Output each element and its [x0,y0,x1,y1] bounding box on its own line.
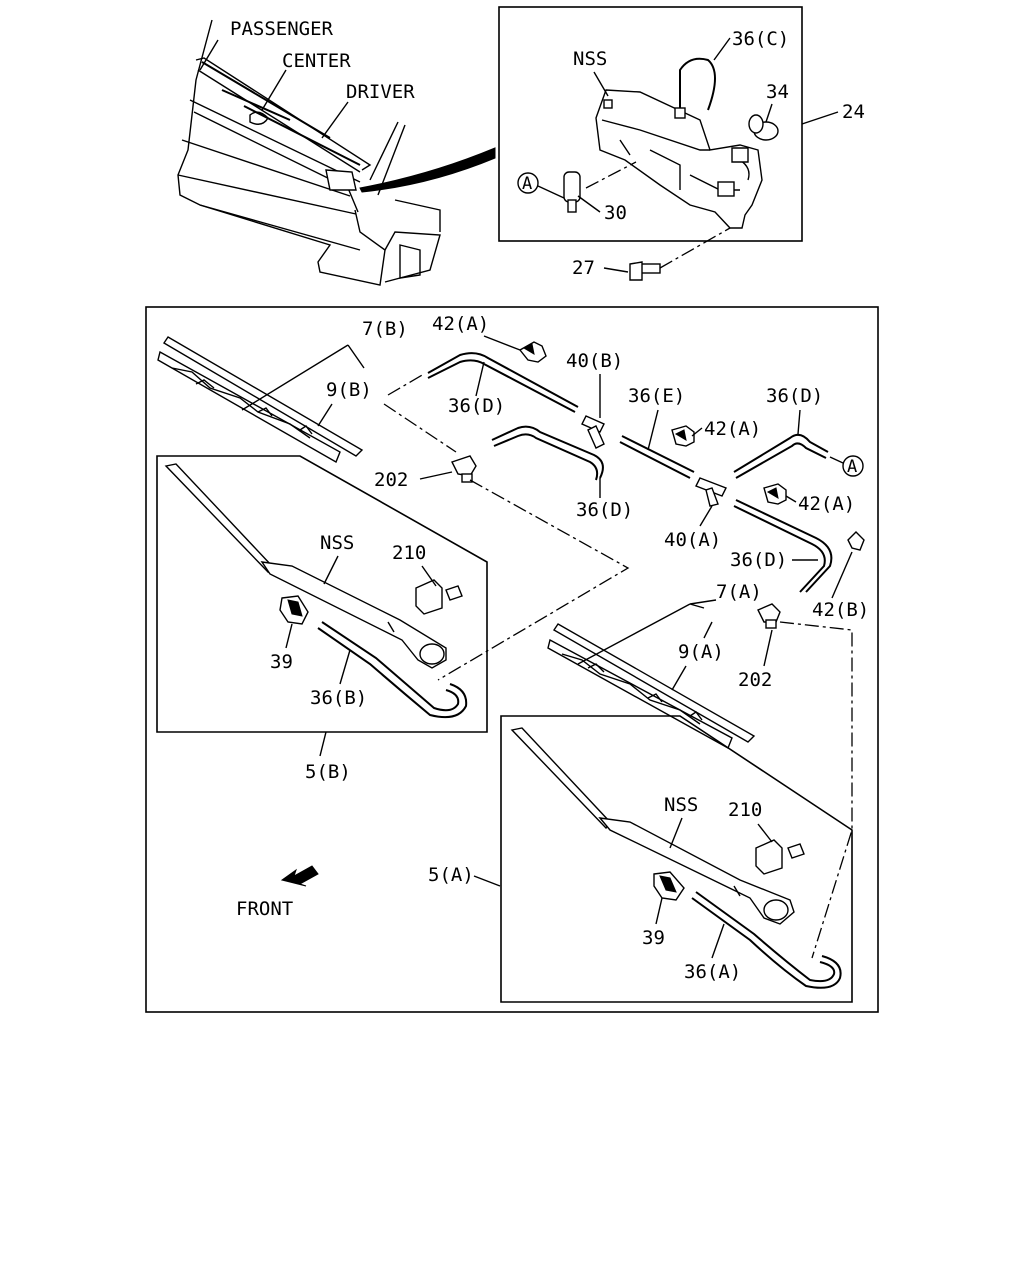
circle-a-icon [517,172,539,194]
nozzle-39-left [279,595,309,625]
label-202-2: 202 [738,669,772,691]
label-center: CENTER [282,50,351,72]
label-7a: 7(A) [716,581,762,603]
label-36d-3: 36(D) [576,499,633,521]
label-driver: DRIVER [346,81,415,103]
clip-42a-middle [671,425,695,447]
label-42a-2: 42(A) [704,418,761,440]
label-36c: 36(C) [732,28,789,50]
label-7b: 7(B) [362,318,408,340]
wiper-arm-5b [164,463,447,669]
label-nss-left: NSS [320,532,354,554]
vehicle-front-illustration [177,19,496,286]
hose-36e [621,435,695,473]
label-36b: 36(B) [310,687,367,709]
tee-joint-40a [695,477,727,507]
bolt-27 [629,261,661,281]
main-assembly-box [145,306,879,1013]
hose-36d-lower [735,499,833,593]
nozzle-fitting-202-right [757,603,781,629]
label-front: FRONT [236,898,293,920]
wiper-blade-9a [547,623,756,749]
hose-36a [691,897,842,989]
label-circle-a-top: A [522,174,532,194]
nozzle-39-right [653,871,685,901]
label-36e: 36(E) [628,385,685,407]
nozzle-fitting-202-left [451,455,477,483]
label-24: 24 [842,101,865,123]
label-36a: 36(A) [684,961,741,983]
hose-36c-end [674,107,686,119]
arm-5b-box [156,455,488,733]
label-5a: 5(A) [428,864,474,886]
hose-36c [679,57,716,112]
hose-36b [317,627,468,719]
label-30: 30 [604,202,627,224]
label-circle-a-right: A [847,457,857,477]
washer-reservoir [595,89,763,229]
connection-dashline [437,479,630,681]
clip-42a-lower [763,483,787,505]
label-210-left: 210 [392,542,426,564]
label-36d-2: 36(D) [766,385,823,407]
wiper-arm-5a [510,727,795,925]
label-27: 27 [572,257,595,279]
label-39-right: 39 [642,927,665,949]
label-passenger: PASSENGER [230,18,334,40]
hose-36d-middle [491,425,604,479]
label-40b: 40(B) [566,350,623,372]
tee-joint-40b [581,415,605,449]
label-36d-4: 36(D) [730,549,787,571]
label-34: 34 [766,81,789,103]
bracket-210-right [755,839,805,875]
hose-36d-upper [427,352,579,408]
label-5b: 5(B) [305,761,351,783]
label-nss-top: NSS [573,48,607,70]
arm-5a-box [500,715,853,1003]
label-42a-3: 42(A) [798,493,855,515]
label-42a-1: 42(A) [432,313,489,335]
clip-42b [847,531,865,551]
clip-42a-top [518,341,547,363]
label-210-right: 210 [728,799,762,821]
label-36d-1: 36(D) [448,395,505,417]
bracket-210-left [415,579,463,615]
label-nss-right: NSS [664,794,698,816]
label-9b: 9(B) [326,379,372,401]
label-40a: 40(A) [664,529,721,551]
front-arrow-icon [280,865,319,887]
connection-dashline-right [779,621,853,959]
label-9a: 9(A) [678,641,724,663]
label-39-left: 39 [270,651,293,673]
hose-36d-right [733,433,829,473]
circle-a-icon [842,455,864,477]
label-42b: 42(B) [812,599,869,621]
pump-30 [563,171,581,213]
cap-34 [748,114,779,141]
label-202-1: 202 [374,469,408,491]
